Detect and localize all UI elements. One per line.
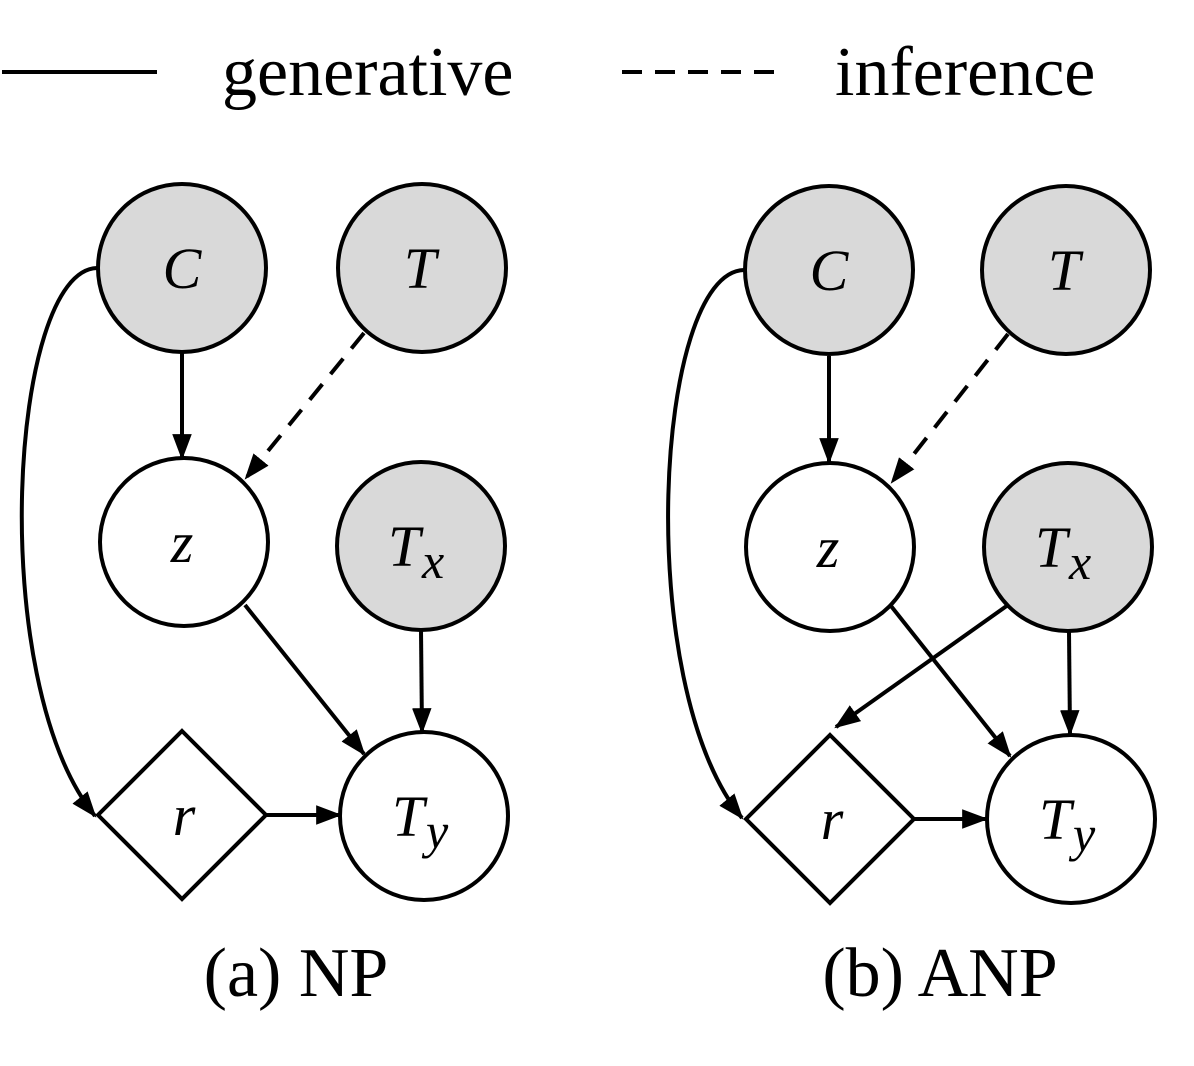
node-tx-label: T [388,514,424,579]
legend-inference-label: inference [835,34,1095,111]
node-tx-subscript: x [421,533,444,589]
edge-t-to-z [244,331,366,480]
node-t-label: T [1048,238,1084,303]
node-ty-subscript: y [421,803,449,859]
node-t: T [980,184,1152,356]
edge-tx-to-ty [1060,631,1080,737]
node-ty-label: T [392,784,428,849]
edge-z-to-ty [243,603,366,756]
node-tx: T x [335,460,507,632]
node-z: z [744,461,916,633]
edge-z-to-ty [889,604,1012,758]
node-ty-subscript: y [1068,806,1096,862]
node-ty-label: T [1039,787,1075,852]
legend-generative-label: generative [222,34,513,111]
node-z-label: z [170,510,194,575]
node-z-label: z [816,515,840,580]
legend: generative inference [2,34,1095,111]
node-tx-label: T [1035,515,1071,580]
edge-tx-to-r [834,603,1010,729]
node-z: z [98,456,270,628]
node-c: C [743,184,915,356]
node-c-label: C [163,236,203,301]
edge-c-to-r [19,266,98,818]
panel-np: C T z T x r T y (a) NP [19,182,510,1012]
node-t-label: T [404,236,440,301]
node-r-label: r [821,787,844,852]
node-c-label: C [810,238,850,303]
node-t: T [336,182,508,354]
edge-c-to-r [666,268,745,820]
node-r: r [95,728,269,902]
node-r: r [743,732,917,906]
caption-np: (a) NP [204,935,389,1012]
node-ty: T y [338,730,510,902]
edge-tx-to-ty [412,629,432,735]
node-r-label: r [173,783,196,848]
node-ty: T y [985,733,1157,905]
edge-t-to-z [890,332,1010,484]
node-tx: T x [982,461,1154,633]
caption-anp: (b) ANP [822,935,1057,1012]
node-tx-subscript: x [1068,534,1091,590]
node-c: C [96,182,268,354]
panel-anp: C T z T x r T y (b) ANP [666,184,1157,1012]
